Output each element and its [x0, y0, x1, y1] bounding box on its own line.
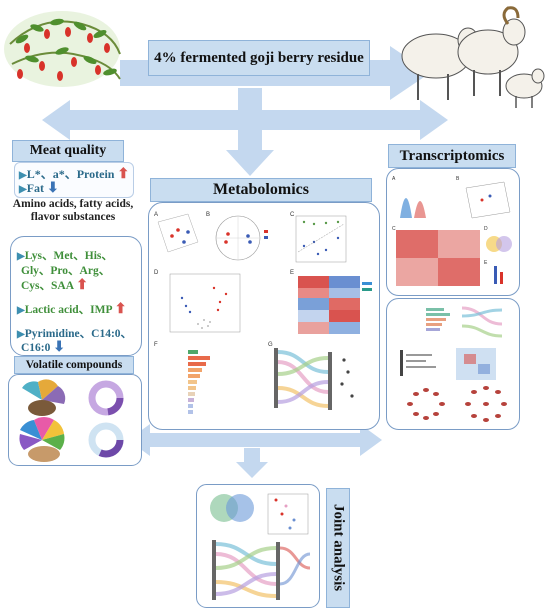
svg-text:B: B — [456, 176, 460, 182]
petal-chart-c — [19, 416, 65, 462]
svg-text:C: C — [392, 226, 396, 232]
goji-plant-illustration — [4, 11, 121, 87]
down-arrow-icon: ⬇ — [47, 181, 59, 196]
svg-text:D: D — [484, 226, 488, 232]
triangle-bullet-icon: ▶ — [17, 305, 25, 316]
meat-quality-title: Meat quality — [12, 140, 124, 162]
metabolomics-title: Metabolomics — [150, 178, 372, 202]
joint-sankey — [212, 540, 311, 600]
trans-panel-e: E — [484, 260, 503, 284]
arrow-bottom-left-right — [128, 424, 382, 456]
trans-panel-f — [426, 308, 450, 331]
svg-text:B: B — [206, 212, 210, 218]
ring-chart-b — [88, 380, 124, 416]
svg-text:E: E — [484, 260, 488, 266]
arrow-down-metabolomics — [226, 88, 274, 176]
svg-text:F: F — [154, 342, 158, 348]
transcriptomics-title: Transcriptomics — [388, 144, 516, 168]
trans-panel-h — [400, 350, 436, 376]
metab-panel-c: C — [290, 212, 347, 263]
aa-line-2: Gly、Pro、Arg、 — [21, 265, 111, 277]
up-arrow-icon: ⬆ — [114, 302, 127, 317]
trans-network-right — [465, 386, 507, 422]
trans-panel-c: C — [392, 226, 480, 286]
trans-panel-g — [461, 306, 503, 338]
trans-network-left — [407, 388, 445, 420]
aa-line-3: Cys、SAA ⬆ — [21, 278, 89, 293]
mq-line-fat: ▶Fat ⬇ — [19, 181, 59, 196]
arrow-down-joint — [236, 448, 268, 478]
meat-quality-indicators: ▶L*、a*、Protein ⬆ ▶Fat ⬇ — [14, 162, 134, 198]
petal-chart-a — [22, 379, 66, 416]
trans-panel-d: D — [484, 226, 512, 252]
triangle-bullet-icon: ▶ — [19, 184, 27, 195]
volatile-compounds-title: Volatile compounds — [14, 356, 134, 374]
trans-panel-i — [456, 348, 496, 380]
pyrimidine-line-2: C16:0 ⬇ — [21, 340, 65, 355]
transcriptomics-panel-bottom — [386, 298, 520, 430]
down-arrow-icon: ⬇ — [53, 340, 65, 355]
amino-acids-panel: ▶Lys、Met、His、 Gly、Pro、Arg、 Cys、SAA ⬆ ▶La… — [10, 236, 142, 356]
volatile-compounds-panel — [8, 374, 142, 466]
metab-panel-d: D — [154, 270, 241, 333]
joint-analysis-label: Joint analysis — [330, 504, 347, 592]
svg-text:G: G — [268, 342, 273, 348]
trans-panel-b: B — [456, 176, 511, 219]
trans-panel-a: A — [392, 176, 426, 218]
metabolomics-panel: A B C D E — [148, 202, 380, 430]
aa-line-1: ▶Lys、Met、His、 — [17, 250, 113, 262]
sheep-illustration — [401, 6, 545, 108]
svg-text:C: C — [290, 212, 295, 218]
treatment-banner: 4% fermented goji berry residue — [148, 40, 370, 76]
svg-text:A: A — [392, 176, 396, 182]
metab-panel-a: A — [154, 212, 199, 253]
triangle-bullet-icon: ▶ — [17, 329, 25, 340]
pyrimidine-line-1: ▶Pyrimidine、C14:0、 — [17, 328, 133, 340]
lactic-imp-line: ▶Lactic acid、IMP ⬆ — [17, 302, 127, 317]
metab-panel-f: F — [154, 342, 210, 414]
triangle-bullet-icon: ▶ — [17, 251, 25, 262]
joint-dot-plot — [267, 493, 309, 535]
metab-panel-b: B — [206, 212, 268, 261]
svg-text:D: D — [154, 270, 159, 276]
joint-analysis-panel — [196, 484, 320, 608]
up-arrow-icon: ⬆ — [117, 167, 130, 182]
mq-line-color-protein: ▶L*、a*、Protein ⬆ — [19, 167, 130, 182]
metab-panel-e: E — [290, 270, 372, 334]
triangle-bullet-icon: ▶ — [19, 170, 27, 181]
transcriptomics-panel-top: A B C D E — [386, 168, 520, 296]
metab-panel-g: G — [268, 342, 354, 410]
joint-venn — [210, 494, 254, 522]
svg-text:A: A — [154, 212, 158, 218]
joint-analysis-title: Joint analysis — [326, 488, 350, 608]
svg-text:E: E — [290, 270, 294, 276]
meat-quality-subtitle: Amino acids, fatty acids, flavor substan… — [12, 198, 134, 223]
ring-chart-d — [88, 422, 124, 458]
up-arrow-icon: ⬆ — [76, 278, 89, 293]
